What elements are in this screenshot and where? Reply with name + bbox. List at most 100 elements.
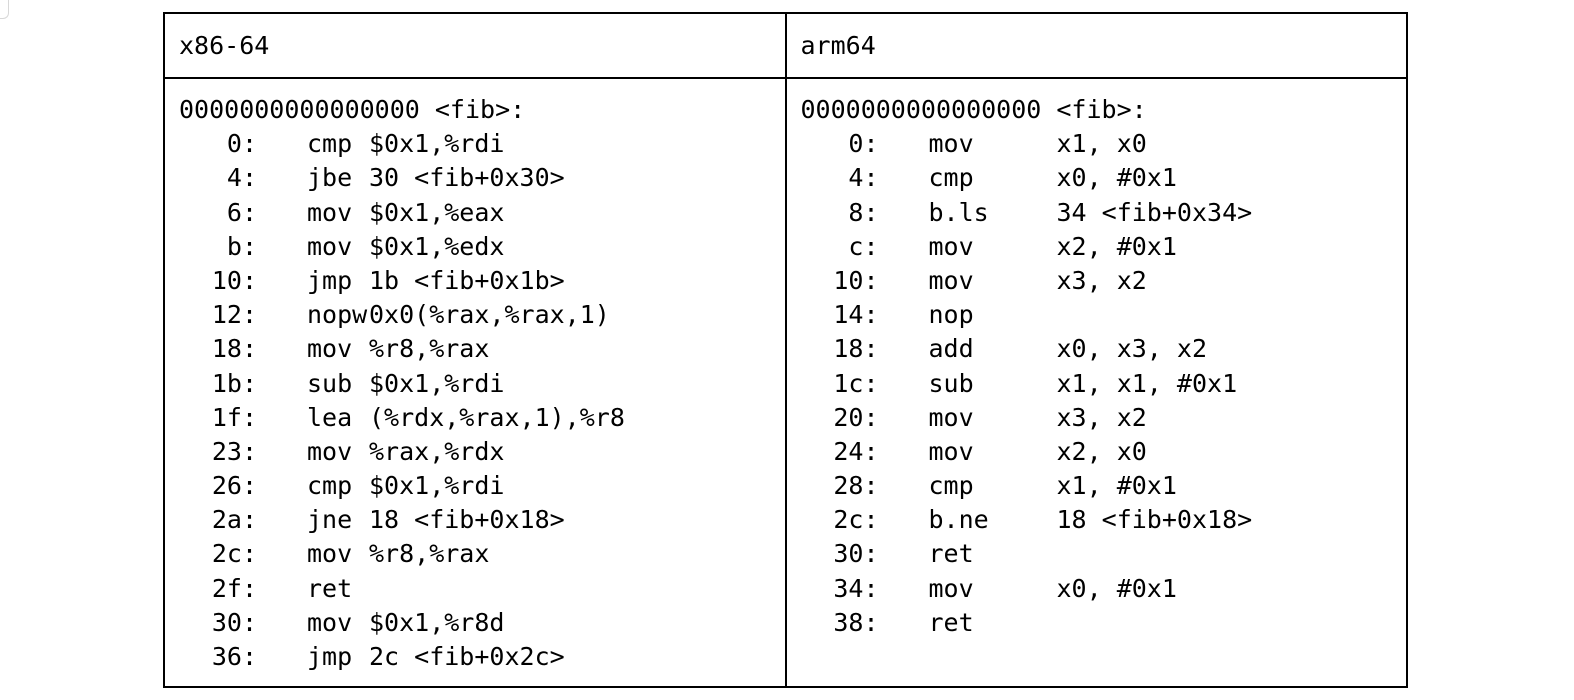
column-header-x86-64: x86-64	[163, 12, 787, 79]
instruction-address: 20:	[833, 402, 879, 432]
instruction-row: 28: cmp x1, #0x1	[801, 469, 1407, 503]
page-edge-decoration	[0, 0, 9, 19]
instruction-mnemonic: cmp	[928, 471, 974, 501]
instruction-address: 36:	[211, 642, 257, 671]
instruction-mnemonic: nopw	[307, 300, 368, 330]
instruction-operands: 34 <fib+0x34>	[1056, 197, 1253, 227]
instruction-mnemonic: mov	[928, 129, 974, 159]
instruction-mnemonic: mov	[928, 573, 974, 603]
instruction-operands: $0x1,%rdi	[369, 368, 505, 398]
instruction-address: 38:	[833, 607, 879, 637]
instruction-operands: x1, #0x1	[1056, 471, 1177, 501]
instruction-address: 30:	[833, 539, 879, 569]
instruction-row: 1f:lea(%rdx,%rax,1),%r8	[179, 401, 785, 435]
instruction-address: 6:	[226, 197, 257, 227]
instruction-address: 10:	[211, 265, 257, 295]
instruction-operands: $0x1,%eax	[369, 197, 505, 227]
instruction-row: c: mov x2, #0x1	[801, 230, 1407, 264]
instruction-address: 1c:	[833, 368, 879, 398]
instruction-address: c:	[848, 231, 879, 261]
instruction-operands: x3, x2	[1056, 402, 1147, 432]
instruction-row: 8: b.ls 34 <fib+0x34>	[801, 196, 1407, 230]
instruction-address: 2f:	[211, 573, 257, 603]
instruction-mnemonic: cmp	[307, 471, 353, 501]
instruction-mnemonic: mov	[928, 402, 974, 432]
instruction-mnemonic: jmp	[307, 642, 353, 671]
instruction-address: 0:	[848, 129, 879, 159]
instruction-row: 1c: sub x1, x1, #0x1	[801, 367, 1407, 401]
instruction-mnemonic: b.ls	[928, 197, 989, 227]
instruction-address: 8:	[848, 197, 879, 227]
instruction-operands: x2, x0	[1056, 436, 1147, 466]
column-header-arm64: arm64	[784, 12, 1408, 79]
instruction-mnemonic: mov	[307, 436, 353, 466]
instruction-mnemonic: add	[928, 334, 974, 364]
instruction-operands: 1b <fib+0x1b>	[369, 265, 565, 295]
instruction-operands: x2, #0x1	[1056, 231, 1177, 261]
instruction-mnemonic: mov	[928, 231, 974, 261]
function-header: 0000000000000000 <fib>:	[800, 95, 1147, 124]
instruction-row: 30:mov$0x1,%r8d	[179, 606, 785, 640]
instruction-operands: 2c <fib+0x2c>	[369, 642, 565, 671]
instruction-row: 23: mov %rax,%rdx	[179, 435, 785, 469]
instruction-address: 1f:	[211, 402, 257, 432]
instruction-operands: x0, #0x1	[1056, 163, 1177, 193]
instruction-mnemonic: b.ne	[928, 505, 989, 535]
instruction-address: 26:	[211, 471, 257, 501]
instruction-operands: $0x1,%edx	[369, 231, 505, 261]
instruction-address: 14:	[833, 300, 879, 330]
instruction-operands: x3, x2	[1056, 265, 1147, 295]
instruction-address: 30:	[211, 607, 257, 637]
instruction-operands: %r8,%rax	[369, 334, 490, 364]
instruction-row: 1b: sub $0x1,%rdi	[179, 367, 785, 401]
instruction-operands: $0x1,%rdi	[369, 129, 505, 159]
instruction-operands: %r8,%rax	[369, 539, 490, 569]
instruction-operands: 18 <fib+0x18>	[369, 505, 565, 535]
table-header-row: x86-64 arm64	[163, 12, 1408, 79]
instruction-address: 24:	[833, 436, 879, 466]
instruction-operands: (%rdx,%rax,1),%r8	[369, 402, 625, 432]
instruction-row: 26:cmp$0x1,%rdi	[179, 469, 785, 503]
disassembly-comparison-table: x86-64 arm64 0000000000000000 <fib>: 0: cm…	[163, 12, 1408, 688]
instruction-address: 23:	[211, 436, 257, 466]
instruction-row: 6:mov$0x1,%eax	[179, 196, 785, 230]
function-header: 0000000000000000 <fib>:	[179, 95, 526, 124]
instruction-row: 20: mov x3, x2	[801, 401, 1407, 435]
instruction-address: 28:	[833, 471, 879, 501]
instruction-address: 1b:	[211, 368, 257, 398]
instruction-address: 2a:	[211, 505, 257, 535]
instruction-mnemonic: jbe	[307, 163, 353, 193]
instruction-row: 18:mov%r8,%rax	[179, 332, 785, 366]
instruction-operands: x1, x0	[1056, 129, 1147, 159]
instruction-row: 0:cmp$0x1,%rdi	[179, 127, 785, 161]
instruction-mnemonic: cmp	[928, 163, 974, 193]
instruction-mnemonic: ret	[928, 607, 974, 637]
instruction-address: 10:	[833, 265, 879, 295]
instruction-mnemonic: sub	[307, 368, 353, 398]
instruction-operands: 18 <fib+0x18>	[1056, 505, 1253, 535]
instruction-operands: %rax,%rdx	[369, 436, 505, 466]
instruction-mnemonic: mov	[307, 539, 353, 569]
instruction-mnemonic: sub	[928, 368, 974, 398]
instruction-row: 30: ret	[801, 537, 1407, 571]
instruction-mnemonic: ret	[928, 539, 974, 569]
instruction-mnemonic: cmp	[307, 129, 353, 159]
instruction-mnemonic: mov	[307, 231, 353, 261]
instruction-operands: x0, #0x1	[1056, 573, 1177, 603]
instruction-row: 2c:mov%r8,%rax	[179, 537, 785, 571]
instruction-row: 24: mov x2, x0	[801, 435, 1407, 469]
instruction-operands: x1, x1, #0x1	[1056, 368, 1238, 398]
instruction-operands: 0x0(%rax,%rax,1)	[369, 300, 610, 330]
instruction-mnemonic: ret	[307, 573, 353, 603]
instruction-address: 2c:	[833, 505, 879, 535]
instruction-address: b:	[226, 231, 257, 261]
instruction-mnemonic: mov	[928, 436, 974, 466]
